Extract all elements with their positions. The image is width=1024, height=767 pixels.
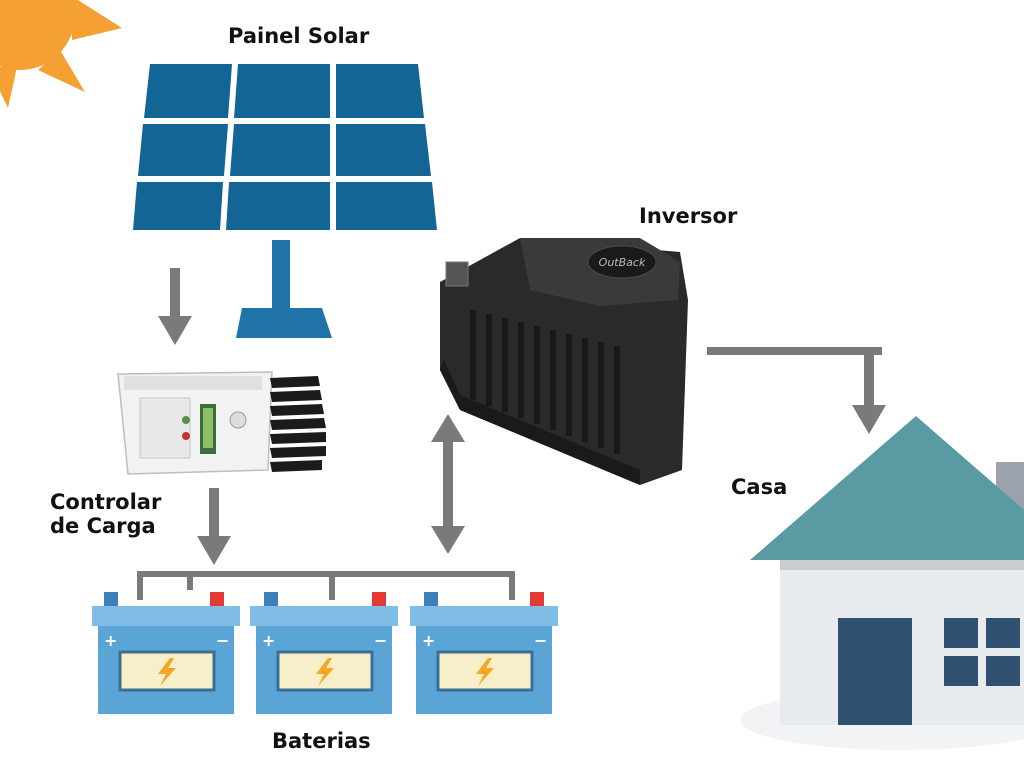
solar-panel-label: Painel Solar (228, 24, 370, 48)
solar-panel-icon (132, 62, 438, 338)
house-icon (740, 416, 1024, 750)
battery-negative-sign: − (374, 631, 387, 650)
battery-icon: + − + − + − (92, 592, 558, 714)
charge-controller-icon (117, 371, 326, 475)
battery-wiring (137, 571, 515, 600)
lightning-icon (158, 658, 176, 686)
lightning-icon (316, 658, 334, 686)
battery-negative-sign: − (216, 631, 229, 650)
inverter-brand-logo: OutBack (599, 256, 646, 269)
inverter-icon: OutBack (440, 238, 688, 485)
arrow-icon (158, 268, 886, 565)
inverter-label: Inversor (639, 204, 738, 228)
batteries-label: Baterias (272, 729, 371, 753)
battery-positive-sign: + (262, 631, 275, 650)
battery-negative-sign: − (534, 631, 547, 650)
charge-controller-label: Controlar de Carga (50, 490, 161, 538)
sun-icon (0, 0, 122, 108)
house-label: Casa (731, 475, 788, 499)
charge-controller-label-line1: Controlar (50, 490, 162, 514)
battery-positive-sign: + (422, 631, 435, 650)
charge-controller-label-line2: de Carga (50, 514, 156, 538)
battery-positive-sign: + (104, 631, 117, 650)
lightning-icon (476, 658, 494, 686)
